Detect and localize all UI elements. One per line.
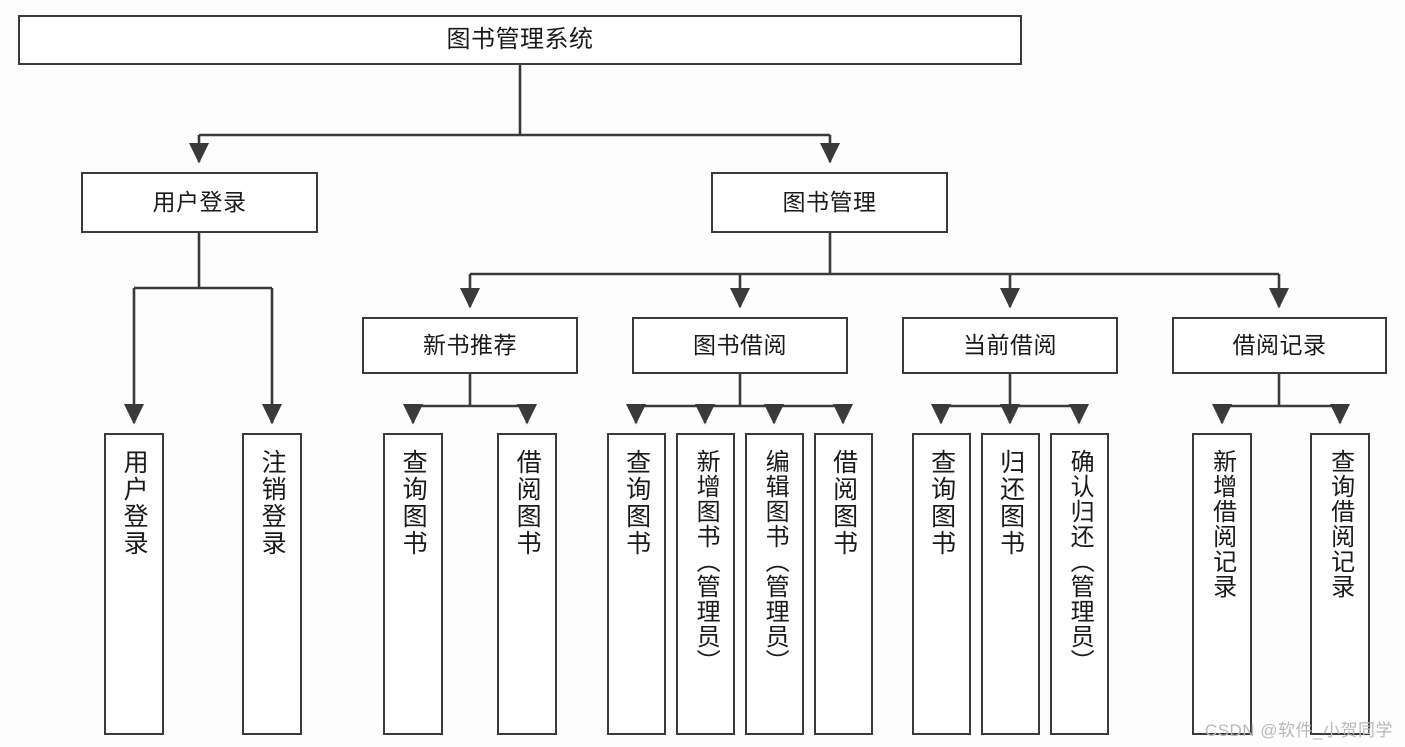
node-leaf-add-book[interactable]: 新增图书（管理员）: [676, 433, 735, 735]
node-book-borrow[interactable]: 图书借阅: [632, 317, 848, 374]
node-leaf-logout[interactable]: 注销登录: [242, 433, 302, 735]
node-leaf-edit-book-label: 编辑图书（管理员）: [761, 449, 789, 674]
node-leaf-borrow-book-2-label: 借阅图书: [829, 449, 858, 557]
node-leaf-query-book-3[interactable]: 查询图书: [912, 433, 971, 735]
node-leaf-edit-book[interactable]: 编辑图书（管理员）: [745, 433, 804, 735]
node-leaf-query-book-1[interactable]: 查询图书: [383, 433, 443, 735]
node-leaf-add-book-label: 新增图书（管理员）: [692, 449, 720, 674]
node-borrow-record-label: 借阅记录: [1232, 331, 1327, 358]
node-book-borrow-label: 图书借阅: [693, 331, 787, 358]
node-root-label: 图书管理系统: [446, 25, 594, 53]
node-leaf-query-book-2-label: 查询图书: [622, 449, 651, 557]
node-leaf-query-book-2[interactable]: 查询图书: [607, 433, 666, 735]
node-leaf-query-record[interactable]: 查询借阅记录: [1310, 433, 1370, 735]
node-leaf-return-book[interactable]: 归还图书: [981, 433, 1040, 735]
node-leaf-query-book-3-label: 查询图书: [927, 449, 956, 557]
node-leaf-user-login[interactable]: 用户登录: [104, 433, 164, 735]
node-user-login[interactable]: 用户登录: [81, 172, 318, 233]
node-leaf-user-login-label: 用户登录: [120, 449, 149, 557]
node-new-book-recommend[interactable]: 新书推荐: [362, 317, 578, 374]
node-leaf-borrow-book-1-label: 借阅图书: [513, 449, 542, 557]
node-leaf-borrow-book-1[interactable]: 借阅图书: [497, 433, 557, 735]
node-borrow-record[interactable]: 借阅记录: [1172, 317, 1387, 374]
node-user-login-label: 用户登录: [152, 188, 247, 215]
node-leaf-add-record[interactable]: 新增借阅记录: [1192, 433, 1252, 735]
node-leaf-add-record-label: 新增借阅记录: [1208, 449, 1236, 599]
node-current-borrow-label: 当前借阅: [963, 331, 1057, 358]
node-leaf-query-book-1-label: 查询图书: [399, 449, 428, 557]
node-book-management[interactable]: 图书管理: [711, 172, 948, 233]
node-leaf-confirm-return-label: 确认归还（管理员）: [1066, 449, 1094, 674]
node-leaf-return-book-label: 归还图书: [996, 449, 1025, 557]
node-leaf-borrow-book-2[interactable]: 借阅图书: [814, 433, 873, 735]
node-leaf-logout-label: 注销登录: [258, 449, 287, 557]
node-root[interactable]: 图书管理系统: [18, 15, 1022, 65]
node-leaf-query-record-label: 查询借阅记录: [1326, 449, 1354, 599]
node-new-book-recommend-label: 新书推荐: [423, 331, 517, 358]
node-current-borrow[interactable]: 当前借阅: [902, 317, 1118, 374]
node-leaf-confirm-return[interactable]: 确认归还（管理员）: [1050, 433, 1109, 735]
watermark-text: CSDN @软件_小贺同学: [1204, 721, 1393, 740]
node-book-management-label: 图书管理: [782, 188, 877, 215]
